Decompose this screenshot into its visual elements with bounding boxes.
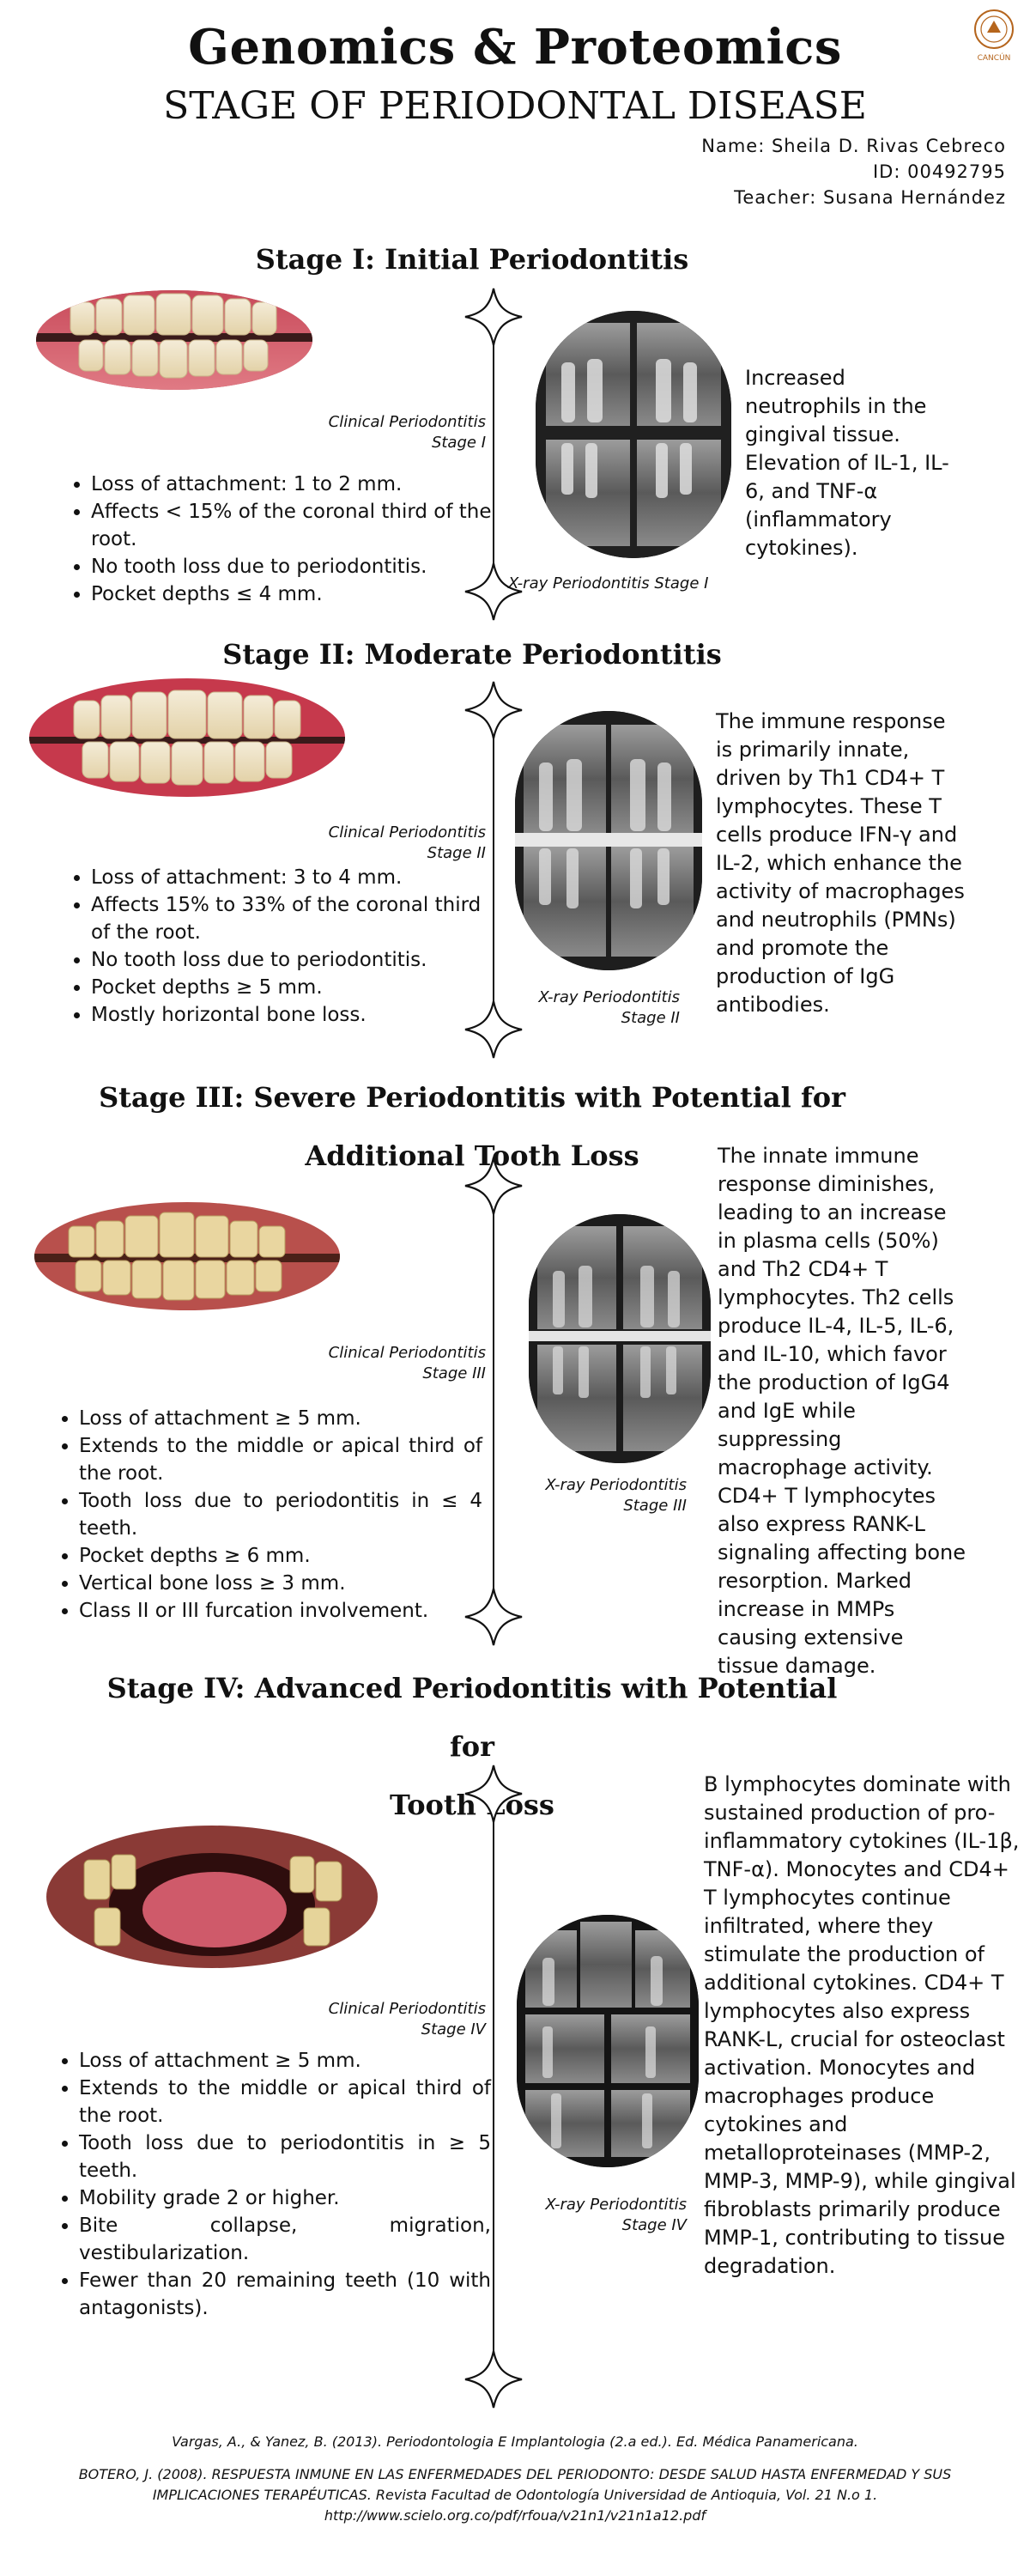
xray-image-stage-4 xyxy=(517,1915,699,2167)
stage-4-criteria-list: Loss of attachment ≥ 5 mm. Extends to th… xyxy=(55,2047,491,2322)
list-item: Fewer than 20 remaining teeth (10 with a… xyxy=(79,2267,491,2322)
xray-image-stage-1 xyxy=(536,311,731,558)
clinical-photo-stage-2 xyxy=(29,678,345,797)
list-item: Affects < 15% of the coronal third of th… xyxy=(91,498,494,553)
university-logo: CANCÚN xyxy=(968,7,1020,64)
list-item: Tooth loss due to periodontitis in ≤ 4 t… xyxy=(79,1487,482,1542)
stage-1-criteria-list: Loss of attachment: 1 to 2 mm. Affects <… xyxy=(67,471,494,608)
list-item: Bite collapse, migration, vestibularizat… xyxy=(79,2212,491,2267)
list-item: Extends to the middle or apical third of… xyxy=(79,2075,491,2129)
list-item: Loss of attachment ≥ 5 mm. xyxy=(79,1405,482,1432)
page-title: Genomics & Proteomics xyxy=(188,19,842,76)
stage-3-criteria-list: Loss of attachment ≥ 5 mm. Extends to th… xyxy=(55,1405,482,1625)
student-name: Name: Sheila D. Rivas Cebreco xyxy=(701,136,1006,156)
list-item: Class II or III furcation involvement. xyxy=(79,1597,482,1625)
list-item: Mostly horizontal bone loss. xyxy=(91,1001,494,1029)
stage-1-description: Increased neutrophils in the gingival ti… xyxy=(745,366,949,560)
timeline-diamond xyxy=(464,680,524,740)
timeline-diamond xyxy=(464,287,524,347)
xray-image-stage-3 xyxy=(529,1214,711,1463)
timeline-line xyxy=(493,1185,494,1589)
teacher-name: Teacher: Susana Hernández xyxy=(734,187,1006,208)
xray-image-stage-2 xyxy=(515,711,702,970)
timeline-diamond xyxy=(464,2349,524,2409)
timeline-line xyxy=(493,318,494,592)
stage-2-heading: Stage II: Moderate Periodontitis xyxy=(222,638,722,671)
timeline-diamond xyxy=(464,1764,524,1824)
stage-3-heading: Stage III: Severe Periodontitis with Pot… xyxy=(99,1081,845,1172)
stage-4-description: B lymphocytes dominate with sustained pr… xyxy=(704,1772,1020,2278)
list-item: Mobility grade 2 or higher. xyxy=(79,2184,491,2212)
page-subtitle: STAGE OF PERIODONTAL DISEASE xyxy=(163,84,867,128)
list-item: No tooth loss due to periodontitis. xyxy=(91,553,494,580)
stage-3-description: The innate immune response diminishes, l… xyxy=(718,1144,966,1678)
svg-text:CANCÚN: CANCÚN xyxy=(978,52,1011,63)
list-item: Pocket depths ≤ 4 mm. xyxy=(91,580,494,608)
clinical-photo-stage-4 xyxy=(46,1826,378,1968)
list-item: Pocket depths ≥ 5 mm. xyxy=(91,974,494,1001)
clinical-photo-stage-1 xyxy=(36,290,312,390)
clinical-photo-stage-3 xyxy=(34,1202,340,1310)
stage-2-criteria-list: Loss of attachment: 3 to 4 mm. Affects 1… xyxy=(67,864,494,1029)
stage-1-heading: Stage I: Initial Periodontitis xyxy=(255,243,689,276)
timeline-line xyxy=(493,1793,494,2379)
list-item: No tooth loss due to periodontitis. xyxy=(91,946,494,974)
reference-2: BOTERO, J. (2008). RESPUESTA INMUNE EN L… xyxy=(78,2466,952,2524)
reference-1: Vargas, A., & Yanez, B. (2013). Periodon… xyxy=(172,2433,858,2450)
student-id: ID: 00492795 xyxy=(872,161,1006,182)
timeline-line xyxy=(493,709,494,1029)
list-item: Extends to the middle or apical third of… xyxy=(79,1432,482,1487)
list-item: Loss of attachment: 3 to 4 mm. xyxy=(91,864,494,891)
list-item: Pocket depths ≥ 6 mm. xyxy=(79,1542,482,1570)
xray-caption-stage-1: X-ray Periodontitis Stage I xyxy=(508,574,709,592)
timeline-diamond xyxy=(464,1156,524,1216)
stage-4-heading: Stage IV: Advanced Periodontitis with Po… xyxy=(106,1672,838,1821)
list-item: Vertical bone loss ≥ 3 mm. xyxy=(79,1570,482,1597)
list-item: Affects 15% to 33% of the coronal third … xyxy=(91,891,494,946)
stage-2-description: The immune response is primarily innate,… xyxy=(716,709,965,1017)
list-item: Loss of attachment: 1 to 2 mm. xyxy=(91,471,494,498)
list-item: Loss of attachment ≥ 5 mm. xyxy=(79,2047,491,2075)
list-item: Tooth loss due to periodontitis in ≥ 5 t… xyxy=(79,2129,491,2184)
